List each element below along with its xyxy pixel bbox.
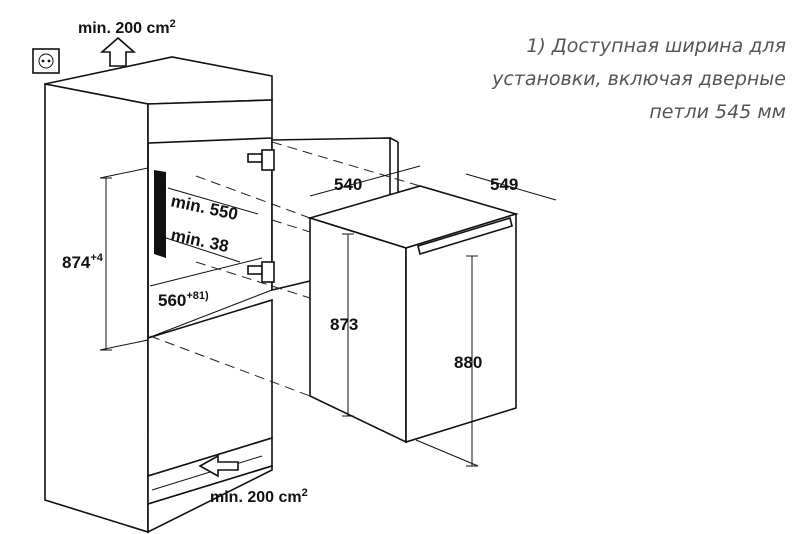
vent-top-label: min. 200 cm2: [78, 18, 176, 37]
fridge-width-label: 540: [334, 175, 362, 194]
power-socket-icon: [32, 48, 60, 74]
fridge-total-height-label: 880: [454, 353, 482, 372]
niche-depth-label: min. 550: [169, 191, 240, 224]
guide-lines: [149, 141, 421, 397]
footnote-line-3: петли 545 мм: [649, 101, 786, 123]
hinge-lower-icon: [247, 261, 275, 283]
fridge-body-height-label: 873: [330, 315, 358, 334]
fridge-depth-label: 549: [490, 175, 518, 194]
dimension-lines: [99, 165, 557, 467]
footnote: 1) Доступная ширина для установки, включ…: [446, 30, 786, 129]
vent-top-arrow-icon: [99, 36, 137, 67]
niche-height-label: 874+4: [62, 252, 104, 272]
fridge-appliance: [307, 185, 519, 444]
vent-bottom-label: min. 200 cm2: [210, 487, 308, 506]
niche-width-label: 560+81): [158, 290, 209, 310]
footnote-line-1: 1) Доступная ширина для: [526, 35, 786, 57]
hinge-upper-icon: [247, 149, 275, 171]
vent-bottom-arrow-icon: [198, 454, 239, 478]
cabinet: [44, 56, 273, 534]
niche-side-label: min. 38: [169, 225, 230, 256]
footnote-line-2: установки, включая дверные: [492, 68, 786, 90]
